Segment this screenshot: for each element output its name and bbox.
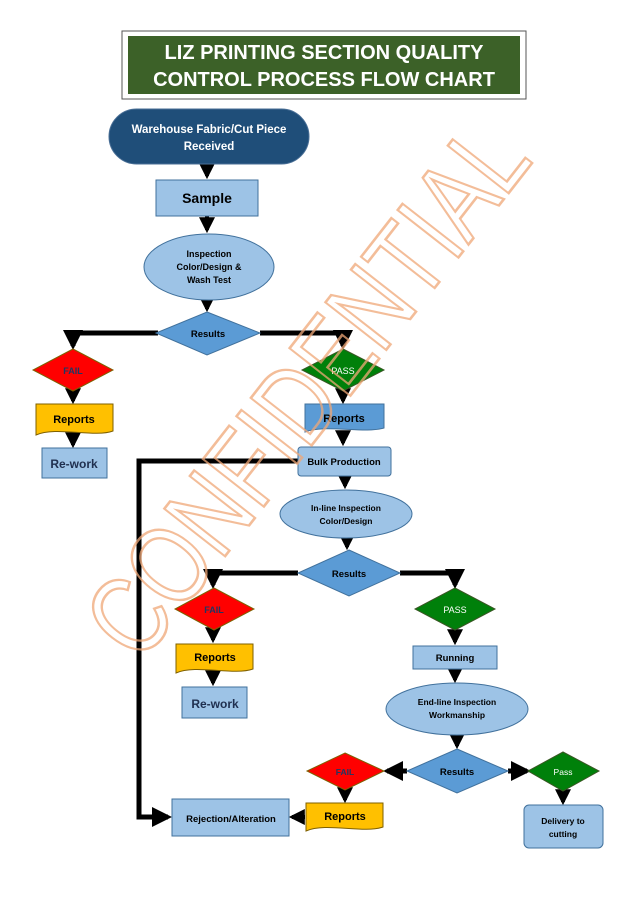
inline-inspection-line-1: In-line Inspection	[311, 503, 381, 513]
rework-2-box: Re-work	[181, 686, 248, 719]
pass-1-label: PASS	[331, 366, 354, 376]
results-1-label: Results	[191, 329, 225, 340]
pass-2-label: PASS	[443, 605, 466, 615]
reports-3-label: Reports	[324, 811, 366, 823]
confidential-watermark: CONFIDENTIAL	[60, 98, 553, 679]
results-1-decision: Results	[154, 311, 262, 356]
reports-1-fail-box: Reports	[35, 403, 114, 436]
delivery-box: Delivery to cutting	[523, 804, 604, 849]
results-3-label: Results	[440, 767, 474, 778]
fail-2-decision: FAIL	[173, 587, 256, 631]
endline-inspection-line-2: Workmanship	[429, 710, 485, 720]
running-label: Running	[436, 653, 475, 664]
reports-2-box: Reports	[175, 643, 254, 674]
results-2-label: Results	[332, 569, 366, 580]
reports-1-fail-label: Reports	[53, 414, 95, 426]
delivery-line-2: cutting	[549, 829, 577, 839]
start-label-line-2: Received	[184, 141, 235, 153]
arrow-results2-to-pass	[400, 568, 465, 589]
pass-3-label: Pass	[554, 767, 573, 777]
endline-inspection-ellipse: End-line Inspection Workmanship	[385, 682, 529, 736]
results-3-decision: Results	[405, 748, 510, 794]
sample-label: Sample	[182, 190, 232, 206]
inline-inspection-line-2: Color/Design	[320, 516, 373, 526]
rejection-alteration-label: Rejection/Alteration	[186, 814, 276, 825]
fail-2-label: FAIL	[204, 605, 224, 615]
bulk-production-box: Bulk Production	[297, 446, 392, 477]
start-label-line-1: Warehouse Fabric/Cut Piece	[132, 124, 287, 136]
inspection-1-ellipse: Inspection Color/Design & Wash Test	[143, 233, 275, 301]
rework-2-label: Re-work	[191, 697, 239, 711]
title-line-1: LIZ PRINTING SECTION QUALITY	[165, 42, 485, 64]
pass-2-decision: PASS	[413, 587, 497, 631]
connectors	[63, 163, 571, 827]
fail-1-decision: FAIL	[31, 348, 115, 392]
endline-inspection-line-1: End-line Inspection	[418, 697, 496, 707]
arrow-results2-to-fail	[203, 568, 298, 589]
results-2-decision: Results	[296, 549, 402, 597]
arrow-results1-to-pass	[260, 329, 353, 350]
reports-2-label: Reports	[194, 652, 236, 664]
fail-3-label: FAIL	[336, 767, 354, 777]
reports-3-box: Reports	[305, 802, 384, 832]
rework-1-box: Re-work	[41, 447, 108, 479]
pass-3-decision: Pass	[526, 751, 601, 792]
title-line-2: CONTROL PROCESS FLOW CHART	[153, 69, 495, 91]
title-background	[128, 36, 520, 94]
running-box: Running	[412, 645, 498, 670]
reports-1-pass-box: Reports	[304, 403, 385, 433]
inspection-1-line-2: Color/Design &	[176, 262, 242, 272]
reports-1-pass-label: Reports	[323, 413, 365, 425]
rejection-alteration-box: Rejection/Alteration	[171, 798, 290, 837]
pass-1-decision: PASS	[300, 348, 386, 392]
start-terminal: Warehouse Fabric/Cut Piece Received	[108, 108, 310, 165]
sample-box: Sample	[155, 179, 259, 217]
title-banner: LIZ PRINTING SECTION QUALITY CONTROL PRO…	[121, 30, 527, 100]
arrow-results1-to-fail	[63, 329, 158, 350]
fail-3-decision: FAIL	[305, 752, 386, 791]
inspection-1-line-3: Wash Test	[187, 275, 231, 285]
rework-1-label: Re-work	[50, 457, 98, 471]
delivery-line-1: Delivery to	[541, 816, 584, 826]
arrow-rejection-loop-to-bulk	[136, 458, 298, 827]
fail-1-label: FAIL	[63, 366, 83, 376]
inline-inspection-ellipse: In-line Inspection Color/Design	[279, 489, 413, 539]
bulk-production-label: Bulk Production	[307, 457, 381, 468]
inspection-1-line-1: Inspection	[186, 249, 231, 259]
